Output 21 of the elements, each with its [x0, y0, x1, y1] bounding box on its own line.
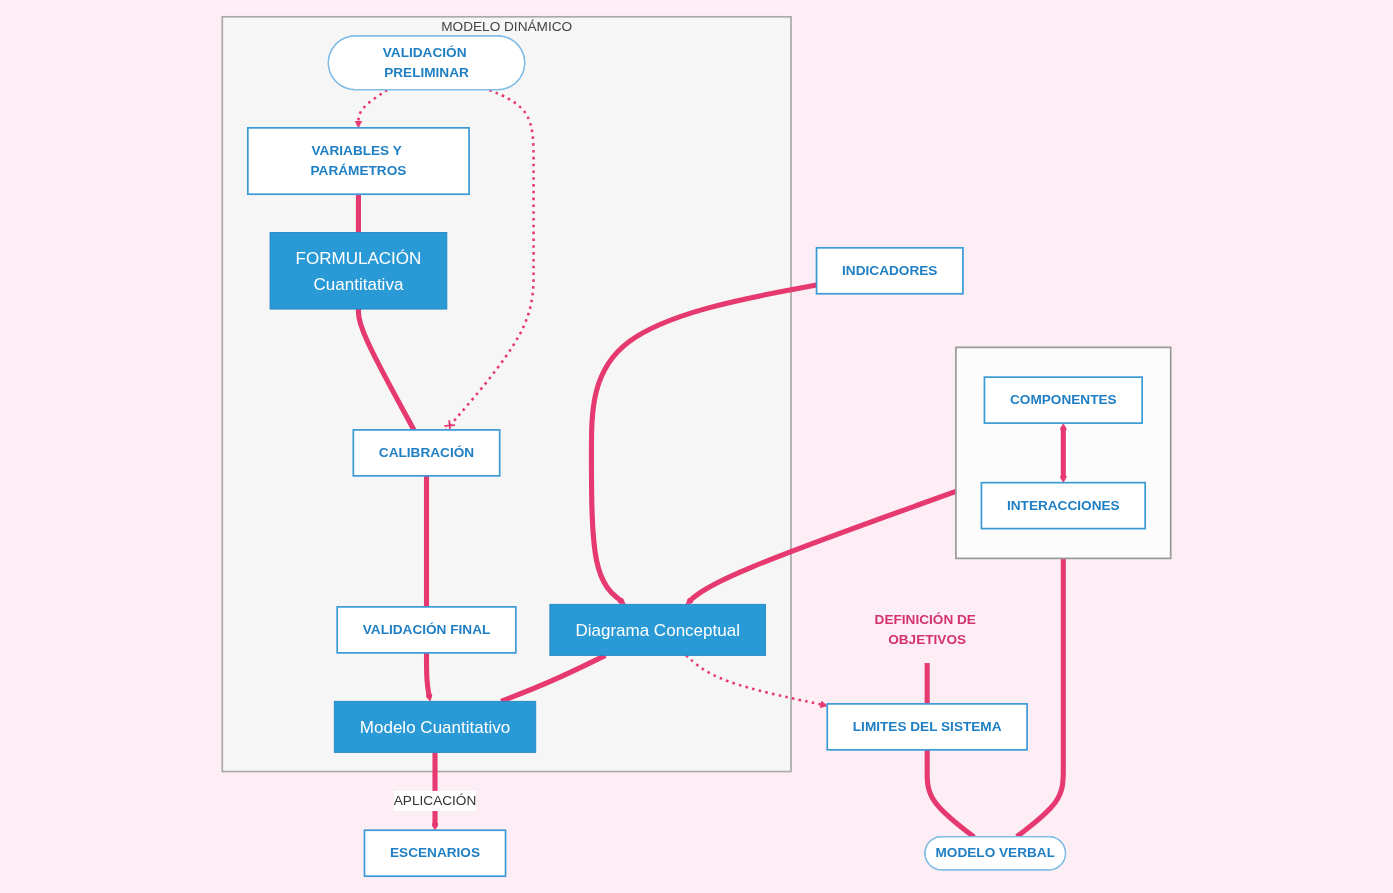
arrow: [354, 88, 388, 129]
node-box: CALIBRACIÓN: [352, 429, 501, 477]
arrow: [423, 652, 433, 702]
arrow: [685, 654, 828, 708]
connector: [423, 475, 430, 607]
node-box: VALIDACIÓN FINAL: [336, 606, 517, 654]
cluster: [955, 346, 1172, 560]
node-box: INTERACCIONES: [980, 481, 1147, 530]
connector: [924, 663, 930, 704]
edge-label: APLICACIÓN: [393, 793, 477, 808]
node-box: LIMITES DEL SISTEMA: [826, 703, 1028, 751]
node-box: VARIABLES Y PARÁMETROS: [246, 127, 470, 196]
node-box: COMPONENTES: [983, 376, 1143, 424]
node-box: Modelo Cuantitativo: [333, 700, 537, 753]
node-box: ESCENARIOS: [363, 829, 507, 878]
node-box: Diagrama Conceptual: [549, 603, 766, 656]
arrow: [1059, 423, 1068, 483]
node-box: FORMULACIÓN Cuantitativa: [269, 232, 448, 310]
node-text: DEFINICIÓN DE OBJETIVOS: [874, 612, 976, 647]
node-box: INDICADORES: [815, 246, 964, 295]
connector: [355, 194, 361, 233]
